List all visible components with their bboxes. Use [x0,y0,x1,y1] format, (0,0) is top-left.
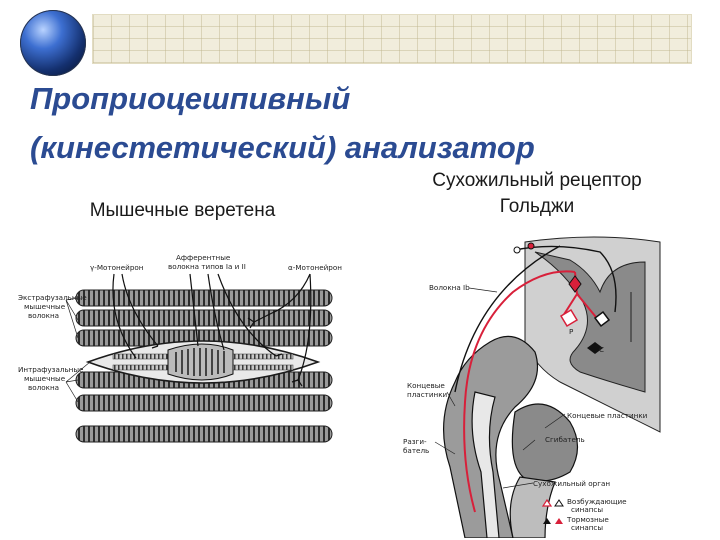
intrafusal-label-line-2: мышечные [24,374,66,383]
end-plates-label-line-2: пластинки [407,390,448,399]
excitatory-neuron [568,275,582,293]
fiber-ib-label: Волокна Ib [429,283,470,292]
excitatory-legend-icon [541,498,553,507]
afferent-label-line-1: Афферентные [176,253,231,262]
excitatory-neuron [559,308,579,328]
inhibitory-neuron [593,310,611,328]
extrafusal-label-line-1: Экстрафузальные [18,293,87,302]
flexor-label: Сгибатель [545,435,585,444]
synapse-legend: Возбуждающие синапсы Тормозные синапсы [541,497,627,532]
extensor-label-line-2: батель [403,446,429,455]
title-line-1: Проприоцешпивный [30,81,351,116]
inhibitory-label-line-1: Тормозные [566,515,609,524]
title-line-2: (кинестетический) анализатор [30,130,535,165]
excitatory-label-line-1: Возбуждающие [567,497,627,506]
pointer-lines [65,297,91,403]
extrafusal-fiber [75,425,333,443]
extensor-label-line-1: Разги- [403,437,427,446]
muscle-spindle-caption: Мышечные веретена [89,200,276,221]
globe-logo [20,10,86,76]
tendon-organ-label: Сухожильный орган [533,479,610,488]
end-plates-label-line-1: Концевые [407,381,445,390]
spinal-cord [524,236,661,433]
efferent-pathway [454,245,617,393]
inhibitory-legend-icon [543,518,551,524]
intrafusal-label-line-1: Интрафузальные [18,365,84,374]
extrafusal-fiber [75,309,333,327]
extrafusal-label-line-2: мышечные [24,302,66,311]
spindle-capsule [85,340,321,384]
gamma-motoneuron-label: γ-Мотонейрон [90,263,144,272]
extrafusal-fiber [75,394,333,412]
excitatory-label-line-2: синапсы [571,505,603,514]
intrafusal-label-line-3: волокна [28,383,59,392]
golgi-caption-line-1: Сухожильный рецептор [432,170,642,191]
muscle-spindle-diagram: γ-Мотонейрон Афферентные волокна типов I… [18,253,342,443]
receptor-dot [513,246,521,254]
slide-title: Проприоцешпивный (кинестетический) анали… [30,74,535,172]
pointer-lines [434,287,566,489]
banner-grid [93,15,691,63]
alpha-motoneuron-label: α-Мотонейрон [288,263,342,272]
p-letter: Р [569,327,574,336]
end-plates-right-label: Концевые пластинки [567,411,648,420]
inhibitory-legend-icon [555,518,563,524]
world-map-banner [92,14,692,64]
extrafusal-label-line-3: волокна [28,311,59,320]
receptor-dot [527,242,535,250]
afferent-label-line-2: волокна типов Ia и II [168,262,246,271]
c-letter: С [599,345,604,354]
motor-neuron [587,342,603,354]
nerve-fibers [112,273,312,387]
golgi-caption-line-2: Гольджи [499,196,575,217]
inhibitory-label-line-2: синапсы [571,523,603,532]
golgi-tendon-diagram: Р С Возбуждающие синапсы Тормозные синап… [403,236,661,538]
excitatory-legend-icon [554,499,564,507]
golgi-caption: Сухожильный рецептор Гольджи [392,168,682,220]
